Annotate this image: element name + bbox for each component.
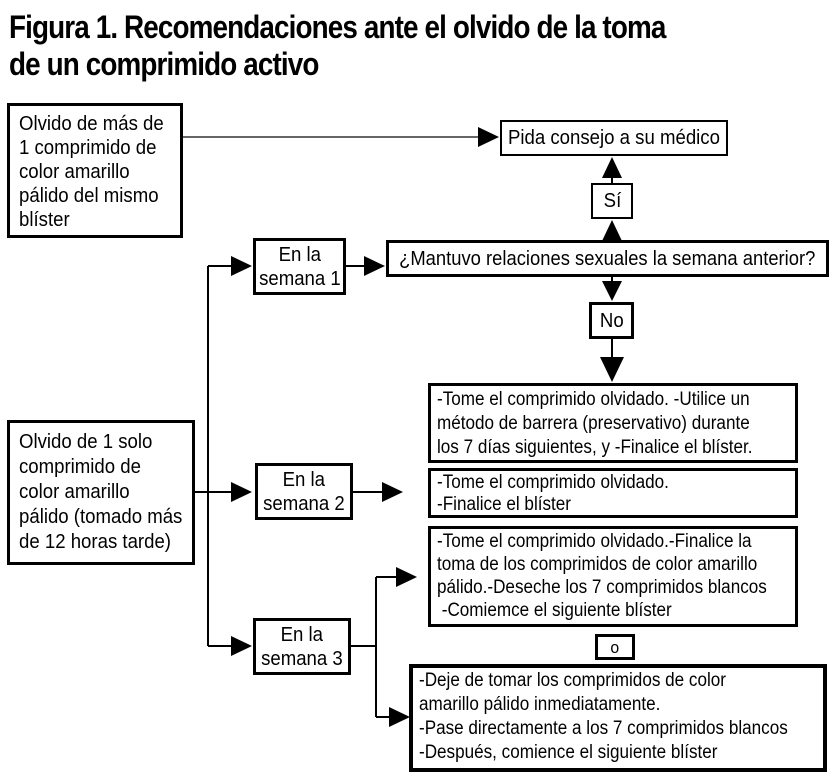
node-week3-option-b: -Deje de tomar los comprimidos de color …	[409, 664, 827, 772]
arrowhead-to-semana3	[231, 636, 252, 656]
arrowhead-to-week3a	[396, 567, 417, 587]
figure-title-line2: de un comprimido activo	[9, 46, 319, 82]
node-question-relaciones: ¿Mantuvo relaciones sexuales la semana a…	[386, 240, 829, 277]
arrowhead-to-question	[364, 256, 385, 276]
arrowhead-to-semana2	[231, 482, 252, 502]
arrowhead-question-up	[602, 220, 622, 241]
arrowhead-week1-down	[600, 357, 624, 382]
node-no: No	[589, 302, 634, 339]
node-semana3: En la semana 3	[253, 618, 351, 675]
node-olvido-multiple: Olvido de más de 1 comprimido de color a…	[7, 103, 183, 238]
arrowhead-to-week2	[382, 482, 403, 502]
arrowhead-to-week3b	[389, 707, 410, 727]
arrowhead-no-down	[602, 281, 622, 301]
node-olvido-single: Olvido de 1 solo comprimido de color ama…	[7, 420, 195, 565]
node-pida-consejo: Pida consejo a su médico	[500, 120, 728, 156]
figure-title: Figura 1. Recomendaciones ante el olvido…	[9, 9, 764, 83]
arrowhead-to-pida	[478, 127, 499, 147]
node-semana1: En la semana 1	[253, 238, 346, 295]
arrowhead-to-semana1	[231, 256, 252, 276]
node-semana2: En la semana 2	[255, 463, 353, 520]
node-week3-option-a: -Tome el comprimido olvidado.-Finalice l…	[428, 526, 798, 627]
node-week2-instructions: -Tome el comprimido olvidado. -Finalice …	[428, 468, 798, 518]
node-o-separator: o	[595, 634, 635, 660]
node-si: Sí	[591, 183, 633, 219]
arrowhead-si-up	[602, 157, 622, 178]
node-week1-instructions: -Tome el comprimido olvidado. -Utilice u…	[428, 383, 798, 463]
figure-title-line1: Figura 1. Recomendaciones ante el olvido…	[9, 9, 666, 45]
